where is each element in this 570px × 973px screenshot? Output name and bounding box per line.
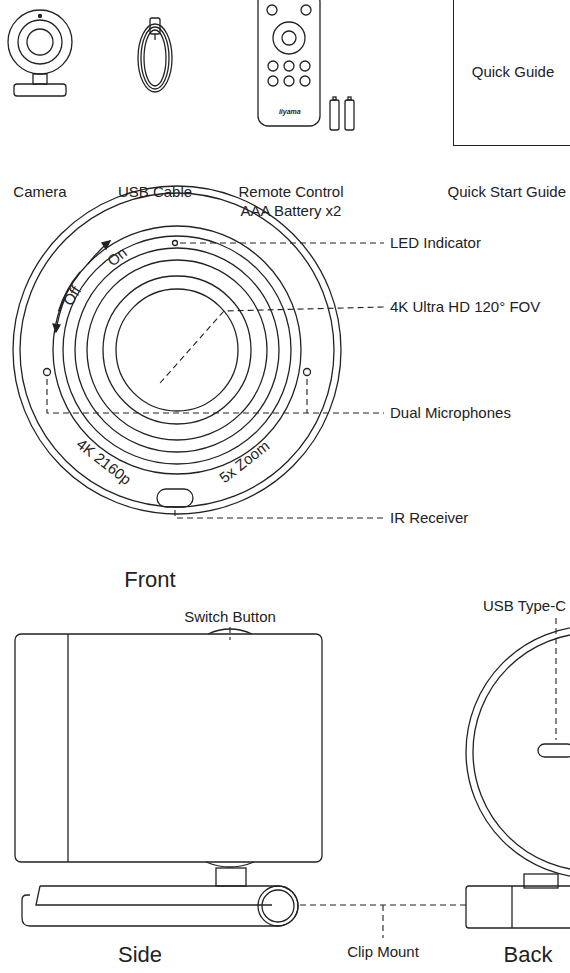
camera-front-part (44, 369, 51, 376)
camera-front-part (75, 248, 279, 452)
leader-line-part (47, 379, 384, 413)
leader-line-part (180, 242, 384, 243)
camera-back-part (466, 626, 570, 878)
leader-line-part (555, 618, 556, 740)
leader-line-part (175, 510, 384, 518)
battery-icon-part (348, 97, 351, 100)
part-label: Camera (13, 183, 66, 200)
camera-side-part (15, 634, 322, 862)
camera-front-part (173, 241, 178, 246)
usb-cable-icon (138, 18, 172, 92)
remote-control-icon-part (282, 31, 296, 45)
part-label: Remote Control (238, 183, 343, 200)
camera-icon (8, 10, 72, 96)
remote-control-icon-part (267, 5, 277, 15)
remote-control-icon-part (268, 76, 278, 86)
lens-ring-text: 5x Zoom (216, 437, 273, 487)
camera-front-part (63, 236, 291, 464)
lens-ring-text: Off (59, 283, 84, 309)
usb-cable-icon-part (141, 27, 169, 89)
camera-side-part (206, 862, 254, 867)
part-label: USB Type-C (483, 597, 566, 614)
camera-icon-part (39, 15, 42, 18)
remote-control-icon (258, 0, 320, 126)
usb-cable-icon-part (154, 34, 155, 40)
part-label: LED Indicator (390, 234, 481, 251)
battery-icon-part (345, 100, 354, 130)
battery-icon-part (333, 97, 336, 100)
part-label: Switch Button (184, 608, 276, 625)
part-label: Dual Microphones (390, 404, 511, 421)
remote-control-icon-part (301, 5, 311, 15)
remote-control-icon-part (284, 76, 294, 86)
leader-line-part (160, 307, 384, 383)
camera-front-part (103, 276, 251, 424)
part-label: Clip Mount (347, 943, 419, 960)
camera-back-part (538, 744, 570, 757)
camera-front-part (53, 226, 301, 474)
part-label: USB Cable (118, 183, 192, 200)
camera-icon-part (27, 29, 53, 55)
camera-front-part (102, 241, 110, 249)
remote-control-icon-part (300, 76, 310, 86)
camera-front-part (157, 489, 193, 507)
camera-back-part (466, 886, 570, 928)
part-label: 4K Ultra HD 120° FOV (390, 298, 540, 315)
camera-side-part (216, 868, 246, 886)
booklet-title: Quick Guide (472, 63, 555, 80)
part-label: Side (118, 942, 162, 967)
camera-side-part (262, 890, 294, 922)
camera-side (15, 629, 322, 926)
leader-line-part (306, 379, 307, 413)
camera-side-part (67, 634, 68, 862)
camera-icon-part (33, 74, 47, 84)
leader-line (47, 243, 556, 938)
camera-side-part (22, 886, 298, 926)
lens-ring-text: 4K 2160p (73, 435, 134, 488)
camera-front-part (13, 186, 341, 514)
remote-control-icon-part (284, 61, 294, 71)
leader-line-part (382, 905, 383, 938)
camera-front-part (53, 324, 60, 332)
remote-control-icon-part (300, 61, 310, 71)
brand-mark: iiyama (279, 108, 301, 116)
leader-line-part (300, 904, 470, 905)
usb-cable-icon-part (144, 30, 166, 86)
part-label: Quick Start Guide (448, 183, 566, 200)
camera-icon-part (8, 10, 72, 74)
remote-control-icon-part (258, 0, 320, 126)
camera-front-part (116, 289, 238, 411)
quick-guide-booklet: Quick Guide (453, 0, 570, 146)
part-label: AAA Battery x2 (241, 202, 342, 219)
battery-icon-part (330, 100, 339, 130)
camera-side-part (258, 886, 298, 926)
camera-side-part (36, 886, 272, 905)
camera-back (466, 626, 570, 928)
usb-cable-icon-part (138, 24, 172, 92)
camera-front (13, 186, 341, 514)
part-label: Front (124, 567, 175, 592)
camera-side-part (208, 629, 252, 634)
camera-icon-part (14, 84, 66, 96)
camera-front-part (304, 369, 311, 376)
camera-icon-part (18, 20, 62, 64)
remote-control-icon-part (273, 22, 305, 54)
battery-icon (330, 97, 354, 130)
camera-front-part (20, 193, 334, 507)
part-label: IR Receiver (390, 509, 468, 526)
part-label: Back (504, 942, 553, 967)
camera-back-part (511, 886, 512, 928)
usb-cable-icon-part (150, 18, 160, 34)
remote-control-icon-part (268, 61, 278, 71)
camera-back-part (473, 633, 570, 871)
